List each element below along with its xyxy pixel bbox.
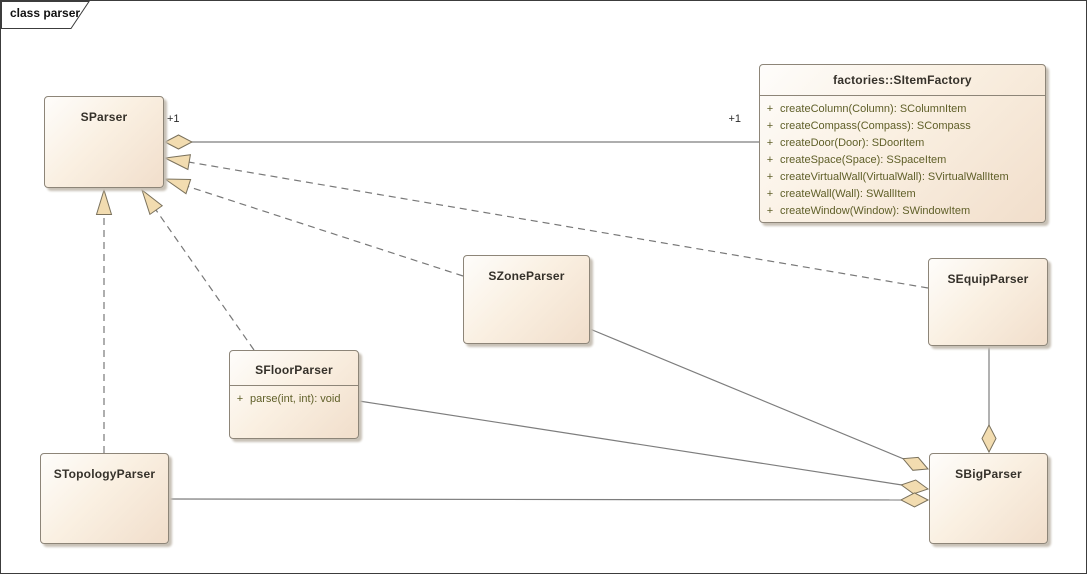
- visibility: +: [766, 171, 774, 183]
- method-row[interactable]: + parse(int, int): void: [230, 391, 358, 408]
- method-row[interactable]: + createVirtualWall(VirtualWall): SVirtu…: [760, 169, 1045, 186]
- multiplicity-label-source: +1: [167, 113, 180, 125]
- method-signature: createSpace(Space): SSpaceItem: [780, 154, 947, 166]
- method-compartment: + createColumn(Column): SColumnItem + cr…: [760, 96, 1045, 220]
- method-row[interactable]: + createColumn(Column): SColumnItem: [760, 101, 1045, 118]
- class-sequipparser[interactable]: SEquipParser: [928, 258, 1048, 346]
- method-signature: createDoor(Door): SDoorItem: [780, 137, 925, 149]
- compartment-separator: [760, 95, 1045, 96]
- method-signature: createWall(Wall): SWallItem: [780, 188, 916, 200]
- class-sparser[interactable]: SParser: [44, 96, 164, 188]
- visibility: +: [766, 137, 774, 149]
- connector-realization-sfloorparser-sparser[interactable]: [141, 188, 255, 351]
- class-sfloorparser[interactable]: SFloorParser + parse(int, int): void: [229, 350, 359, 439]
- method-signature: createWindow(Window): SWindowItem: [780, 205, 971, 217]
- class-title: SBigParser: [955, 467, 1022, 481]
- method-row[interactable]: + createCompass(Compass): SCompass: [760, 118, 1045, 135]
- method-row[interactable]: + createWall(Wall): SWallItem: [760, 186, 1045, 203]
- visibility: +: [236, 393, 244, 405]
- connector-realization-szoneparser-sparser[interactable]: [163, 178, 464, 277]
- visibility: +: [766, 188, 774, 200]
- method-signature: createColumn(Column): SColumnItem: [780, 103, 967, 115]
- visibility: +: [766, 120, 774, 132]
- class-title: SParser: [80, 110, 128, 124]
- class-sitemfactory[interactable]: factories::SItemFactory + createColumn(C…: [759, 64, 1046, 223]
- class-title: factories::SItemFactory: [833, 73, 972, 87]
- multiplicity-label-target: +1: [728, 113, 741, 125]
- class-title: STopologyParser: [53, 467, 156, 481]
- method-row[interactable]: + createWindow(Window): SWindowItem: [760, 203, 1045, 220]
- connector-aggregation-sbigparser-szoneparser[interactable]: [589, 328, 928, 469]
- connector-aggregation-sbigparser-sfloorparser[interactable]: [358, 400, 928, 489]
- class-szoneparser[interactable]: SZoneParser: [463, 255, 590, 344]
- connector-aggregation-sbigparser-stopologyparser[interactable]: [168, 499, 928, 500]
- method-signature: createCompass(Compass): SCompass: [780, 120, 971, 132]
- method-row[interactable]: + createDoor(Door): SDoorItem: [760, 135, 1045, 152]
- method-signature: createVirtualWall(VirtualWall): SVirtual…: [780, 171, 1009, 183]
- visibility: +: [766, 205, 774, 217]
- frame-tab: [1, 1, 90, 29]
- class-title: SFloorParser: [255, 363, 333, 377]
- visibility: +: [766, 154, 774, 166]
- method-compartment: + parse(int, int): void: [230, 386, 358, 408]
- class-title: SEquipParser: [947, 272, 1029, 286]
- compartment-separator: [230, 385, 358, 386]
- method-signature: parse(int, int): void: [250, 393, 341, 405]
- class-title: SZoneParser: [488, 269, 565, 283]
- visibility: +: [766, 103, 774, 115]
- connector-realization-sequipparser-sparser[interactable]: [163, 154, 929, 289]
- frame-label: class parser: [10, 6, 81, 20]
- class-stopologyparser[interactable]: STopologyParser: [40, 453, 169, 544]
- method-row[interactable]: + createSpace(Space): SSpaceItem: [760, 152, 1045, 169]
- class-sbigparser[interactable]: SBigParser: [929, 453, 1048, 544]
